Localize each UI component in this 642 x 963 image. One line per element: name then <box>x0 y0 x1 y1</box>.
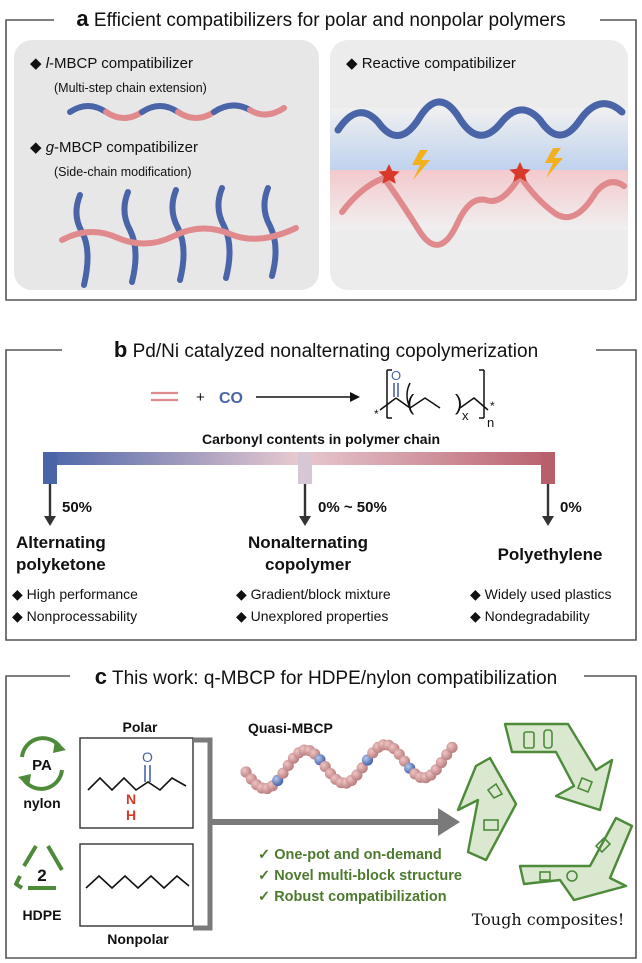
lightning-icon <box>545 148 563 178</box>
linear-graft-box <box>14 40 319 290</box>
column-heading: Polyethylene <box>498 545 603 564</box>
graft-backbone <box>59 225 299 247</box>
inner-paren-open: ( <box>407 390 415 415</box>
carbonyl-bar-label: Carbonyl contents in polymer chain <box>202 431 440 447</box>
amide-oxygen-label: O <box>142 749 153 765</box>
recycle-arrowhead <box>18 774 31 787</box>
panel-a: a Efficient compatibilizers for polar an… <box>5 6 637 301</box>
bar-leg-middle <box>298 452 312 484</box>
polyketone-structure <box>379 369 489 419</box>
carbonyl-oxygen-label: O <box>391 368 401 383</box>
amide-carbonyl <box>144 765 151 782</box>
l-mbcp-label: ◆ l-MBCP compatibilizer <box>30 55 193 72</box>
feature-item: ✓ Robust compatibilization <box>258 889 447 905</box>
down-arrow-icon <box>44 484 56 526</box>
feature-item: ✓ One-pot and on-demand <box>258 847 442 863</box>
bar-leg-right <box>541 452 555 484</box>
reaction-arrowhead <box>350 392 360 402</box>
nonpolar-label: Nonpolar <box>107 931 169 947</box>
reactive-label: ◆ Reactive compatibilizer <box>346 55 516 72</box>
hdpe-label: HDPE <box>23 907 62 923</box>
column-heading: polyketone <box>16 555 106 574</box>
quasi-mbcp-label: Quasi-MBCP <box>248 720 333 736</box>
bullet-item: ◆ Widely used plastics <box>470 586 611 602</box>
polyethylene-skeletal-structure <box>85 874 190 890</box>
bar-leg-left <box>43 452 57 484</box>
reactive-blue-chain <box>334 98 626 139</box>
star-icon <box>509 162 531 182</box>
recycle-composites-icon <box>456 722 634 902</box>
panel-b-heading: b Pd/Ni catalyzed nonalternating copolym… <box>114 337 538 362</box>
carbonyl-group <box>393 383 399 397</box>
recycle-arrowhead <box>53 740 66 753</box>
panel-a-frame <box>5 19 637 301</box>
graft-side-chains <box>73 185 279 288</box>
l-mbcp-subtitle: (Multi-step chain extension) <box>54 81 207 95</box>
pa-badge-label: PA <box>32 757 52 774</box>
down-arrow-icon <box>299 484 311 526</box>
bullet-item: ◆ Nondegradability <box>470 608 590 624</box>
reactive-pink-chain <box>339 170 627 248</box>
g-mbcp-label: ◆ g-MBCP compatibilizer <box>30 139 198 156</box>
linear-multiblock-chain <box>67 102 287 121</box>
repeat-x-label: x <box>462 408 469 423</box>
column-heading: copolymer <box>265 555 351 574</box>
end-star-left: * <box>374 407 379 421</box>
ethylene-icon <box>151 391 178 402</box>
column-heading: Alternating <box>16 533 106 552</box>
merge-connector <box>193 737 213 931</box>
feature-item: ✓ Novel multi-block structure <box>258 868 462 884</box>
carbon-monoxide-label: CO <box>219 390 243 407</box>
percent-label: 0% ~ 50% <box>318 499 387 516</box>
inner-paren-close: ) <box>455 390 462 415</box>
tough-composites-label: Tough composites! <box>472 910 625 929</box>
g-mbcp-subtitle: (Side-chain modification) <box>54 165 192 179</box>
down-arrow-icon <box>542 484 554 526</box>
nylon-label: nylon <box>23 795 60 811</box>
lightning-icon <box>412 150 430 180</box>
bullet-item: ◆ Gradient/block mixture <box>236 586 391 602</box>
panel-c-heading: c This work: q-MBCP for HDPE/nylon compa… <box>95 664 557 689</box>
hdpe-recycle-icon <box>14 844 64 890</box>
panel-c-frame <box>5 675 637 959</box>
amide-nitrogen-label: N <box>126 791 136 807</box>
repeat-n-label: n <box>487 415 494 430</box>
amide-hydrogen-label: H <box>126 807 136 823</box>
process-arrowhead <box>438 808 460 836</box>
nonpolar-bead <box>446 741 458 754</box>
percent-label: 0% <box>560 499 582 516</box>
panel-c: c This work: q-MBCP for HDPE/nylon compa… <box>5 664 637 959</box>
bullet-item: ◆ Nonprocessability <box>12 608 137 624</box>
nylon-skeletal-structure <box>87 776 187 792</box>
panel-b: b Pd/Ni catalyzed nonalternating copolym… <box>5 337 637 641</box>
bullet-item: ◆ High performance <box>12 586 138 602</box>
polar-label: Polar <box>122 719 158 735</box>
polar-structure-box <box>79 737 194 829</box>
star-icon <box>378 164 400 184</box>
hdpe-badge-number: 2 <box>37 866 46 885</box>
bullet-item: ◆ Unexplored properties <box>236 608 388 624</box>
column-heading: Nonalternating <box>248 533 368 552</box>
panel-a-heading: a Efficient compatibilizers for polar an… <box>76 6 565 31</box>
end-star-right: * <box>490 399 495 413</box>
nonpolar-bead <box>435 756 447 769</box>
quasi-mbcp-bead-chain <box>240 739 458 795</box>
percent-label: 50% <box>62 499 92 516</box>
panel-b-frame <box>5 349 637 641</box>
nonpolar-structure-box <box>79 843 194 927</box>
plus-sign: + <box>196 389 205 406</box>
